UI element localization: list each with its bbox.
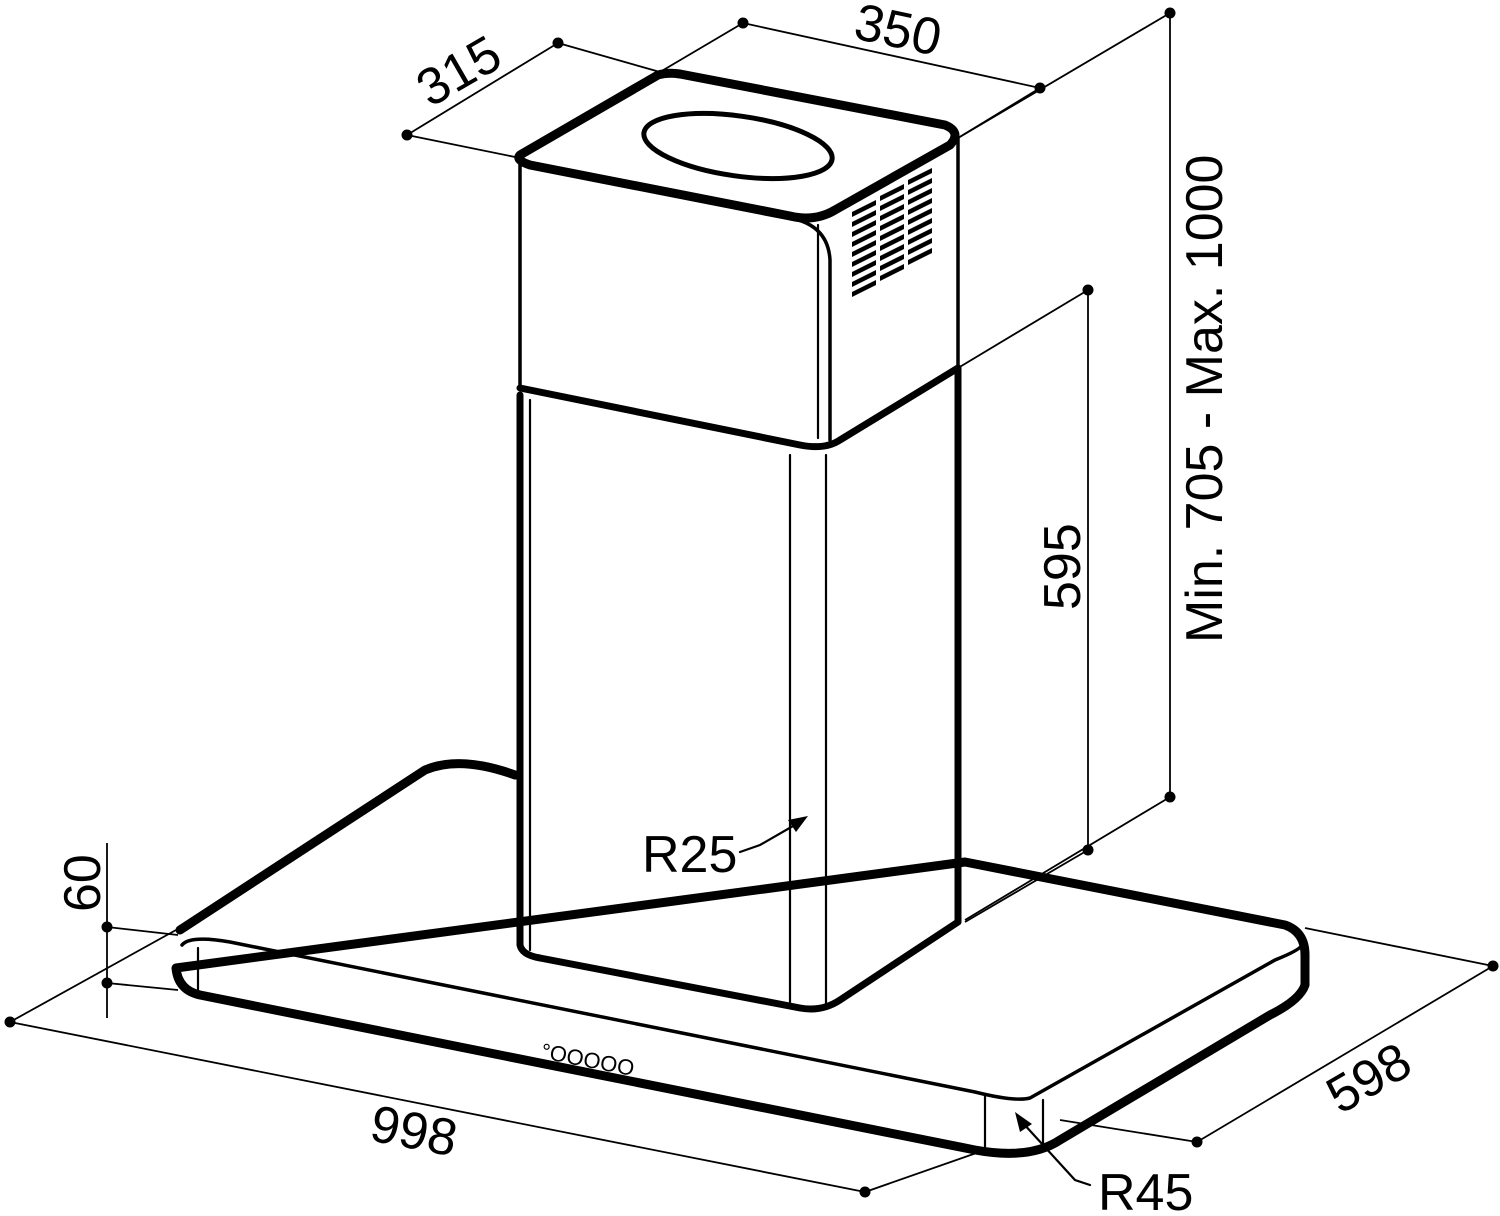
exhaust-opening <box>641 110 835 182</box>
dim-998-end-a <box>4 1016 16 1028</box>
grille-slot <box>880 264 904 281</box>
ventilation-grille <box>852 168 932 297</box>
label-315: 315 <box>407 25 511 119</box>
grille-slot <box>880 184 904 201</box>
dim-315-end-b <box>552 37 564 49</box>
dim-height-end-top <box>1164 7 1176 19</box>
grille-slot <box>908 238 932 255</box>
grille-slot <box>852 230 876 247</box>
grille-slot <box>908 188 932 205</box>
grille-slot <box>880 194 904 211</box>
dim-60-ext-bottom <box>106 982 179 991</box>
label-60: 60 <box>54 854 112 912</box>
dim-60-end-bottom <box>101 977 113 989</box>
grille-slot <box>880 224 904 241</box>
chimney-section-joint <box>516 364 962 451</box>
r45-arrow <box>1015 1112 1032 1132</box>
chimney-upper-front <box>518 158 832 442</box>
dim-998-ext-b <box>864 1149 986 1193</box>
label-r25: R25 <box>642 826 737 884</box>
grille-slot <box>908 208 932 225</box>
dim-height-end-bottom <box>1164 791 1176 803</box>
dim-315-ext-a <box>406 134 521 159</box>
grille-slot <box>908 198 932 215</box>
r25-arrow <box>788 816 808 832</box>
canopy: °OOOOO <box>171 759 1310 1158</box>
grille-slot <box>852 210 876 227</box>
dim-595-ext-bottom <box>964 849 1089 923</box>
grille-slot <box>852 280 876 297</box>
grille-slot <box>852 220 876 237</box>
grille-slot <box>880 244 904 261</box>
dim-350-ext-a <box>659 22 744 73</box>
dim-998-end-b <box>859 1186 871 1198</box>
grille-slot <box>880 214 904 231</box>
dim-350-end-a <box>737 17 749 29</box>
label-350: 350 <box>850 0 947 68</box>
dim-598-ext-a <box>1304 927 1494 967</box>
chimney-top-face <box>514 68 960 223</box>
label-998: 998 <box>366 1095 462 1168</box>
dimension-lines <box>4 7 1499 1198</box>
dim-60-end-top <box>101 921 113 933</box>
dim-598-end-b <box>1191 1136 1203 1148</box>
chimney-lower-outline <box>516 364 962 1013</box>
dim-60-ext-top <box>106 926 179 936</box>
canopy-top-edge <box>180 937 1304 1101</box>
dim-998-line <box>9 1021 866 1193</box>
grille-slot <box>880 254 904 271</box>
dim-598-ext-b <box>1059 1119 1198 1143</box>
dim-595-ext-top <box>957 289 1089 369</box>
dim-315-end-a <box>401 129 413 141</box>
grille-slot <box>908 178 932 195</box>
dim-598-line <box>1196 965 1494 1143</box>
chimney <box>514 68 962 1013</box>
grille-slot <box>852 270 876 287</box>
dim-315-ext-b <box>557 42 661 73</box>
grille-slot <box>908 248 932 265</box>
dimension-labels: 315 350 Min. 705 - Max. 1000 595 60 998 … <box>54 0 1421 1216</box>
grille-slot <box>880 234 904 251</box>
dim-height-ext-bottom <box>964 796 1171 921</box>
grille-slot <box>908 228 932 245</box>
grille-slot <box>852 200 876 217</box>
label-height-range: Min. 705 - Max. 1000 <box>1176 155 1234 643</box>
grille-slot <box>852 250 876 267</box>
dim-595-end-bottom <box>1082 844 1094 856</box>
canopy-outline <box>171 759 1310 1158</box>
grille-slot <box>908 218 932 235</box>
dim-350-line <box>742 22 1041 89</box>
dim-595-end-top <box>1082 284 1094 296</box>
grille-slot <box>852 240 876 257</box>
dim-height-ext-top <box>957 12 1171 139</box>
label-r45: R45 <box>1098 1164 1193 1216</box>
grille-slot <box>852 260 876 277</box>
label-595: 595 <box>1034 523 1092 610</box>
r45-leader <box>1020 1120 1092 1187</box>
dim-315-line <box>406 42 559 136</box>
dim-598-end-a <box>1487 960 1499 972</box>
label-598: 598 <box>1317 1032 1421 1126</box>
dim-998-ext-a <box>9 929 177 1023</box>
grille-slot <box>908 168 932 185</box>
r25-leader <box>738 820 802 854</box>
grille-slot <box>880 204 904 221</box>
